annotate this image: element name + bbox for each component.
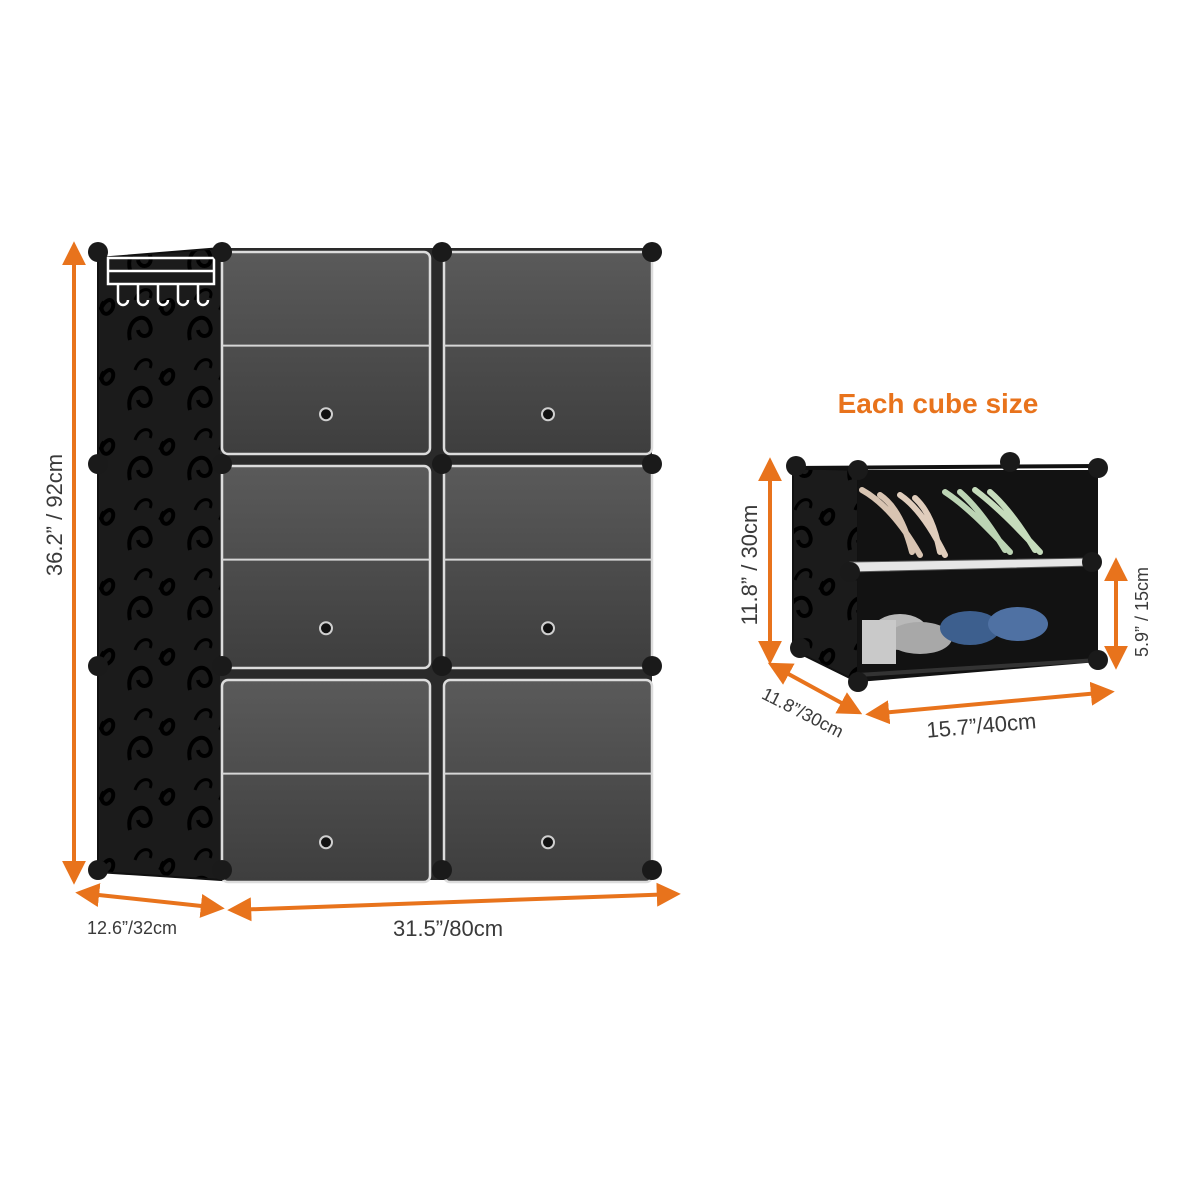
- round-connector-icon: [212, 242, 232, 262]
- coat-hook-rack-icon: [106, 256, 216, 307]
- cube-door[interactable]: [220, 464, 432, 670]
- cube-depth-arrow: [767, 662, 863, 715]
- round-connector-icon: [1088, 650, 1108, 670]
- depth-label: 12.6”/32cm: [87, 918, 177, 938]
- door-knob-hole-icon[interactable]: [541, 835, 555, 850]
- round-connector-icon: [790, 638, 810, 658]
- round-connector-icon: [88, 242, 108, 262]
- cube-connector-set: [786, 452, 1108, 692]
- door-grid: [220, 250, 654, 884]
- single-cube: [786, 452, 1108, 692]
- main-storage-unit: [88, 242, 662, 884]
- cube-width-label: 15.7”/40cm: [925, 708, 1037, 742]
- door-knob-hole-icon[interactable]: [319, 621, 333, 636]
- depth-arrow: [75, 883, 225, 918]
- round-connector-icon: [88, 860, 108, 880]
- round-connector-icon: [88, 454, 108, 474]
- cube-shelf-height-label: 5.9” / 15cm: [1132, 567, 1152, 657]
- round-connector-icon: [642, 860, 662, 880]
- round-connector-icon: [432, 454, 452, 474]
- cube-height-label: 11.8” / 30cm: [737, 505, 762, 626]
- round-connector-icon: [642, 656, 662, 676]
- round-connector-icon: [848, 672, 868, 692]
- cube-door[interactable]: [442, 250, 654, 456]
- cube-door[interactable]: [442, 678, 654, 884]
- cube-heading: Each cube size: [838, 388, 1039, 419]
- cube-door[interactable]: [220, 678, 432, 884]
- round-connector-icon: [212, 860, 232, 880]
- round-connector-icon: [1082, 552, 1102, 572]
- door-knob-hole-icon[interactable]: [541, 407, 555, 422]
- connector-set: [88, 242, 662, 880]
- cube-door[interactable]: [220, 250, 432, 456]
- width-label: 31.5”/80cm: [393, 916, 503, 941]
- door-knob-hole-icon[interactable]: [319, 407, 333, 422]
- round-connector-icon: [432, 242, 452, 262]
- round-connector-icon: [848, 460, 868, 480]
- cube-width-arrow: [865, 681, 1115, 725]
- cube-depth-label: 11.8”/30cm: [759, 684, 847, 742]
- door-knob-hole-icon[interactable]: [319, 835, 333, 850]
- round-connector-icon: [432, 860, 452, 880]
- round-connector-icon: [88, 656, 108, 676]
- cube-door[interactable]: [442, 464, 654, 670]
- round-connector-icon: [1000, 452, 1020, 472]
- round-connector-icon: [212, 454, 232, 474]
- round-connector-icon: [1088, 458, 1108, 478]
- door-knob-hole-icon[interactable]: [541, 621, 555, 636]
- round-connector-icon: [642, 454, 662, 474]
- round-connector-icon: [642, 242, 662, 262]
- flat-shoes: [862, 607, 1048, 664]
- side-panel: [97, 246, 223, 882]
- round-connector-icon: [786, 456, 806, 476]
- height-label: 36.2” / 92cm: [42, 454, 67, 576]
- width-arrow: [227, 882, 681, 922]
- round-connector-icon: [212, 656, 232, 676]
- round-connector-icon: [432, 656, 452, 676]
- round-connector-icon: [840, 562, 860, 582]
- heel-shoes: [859, 487, 1043, 558]
